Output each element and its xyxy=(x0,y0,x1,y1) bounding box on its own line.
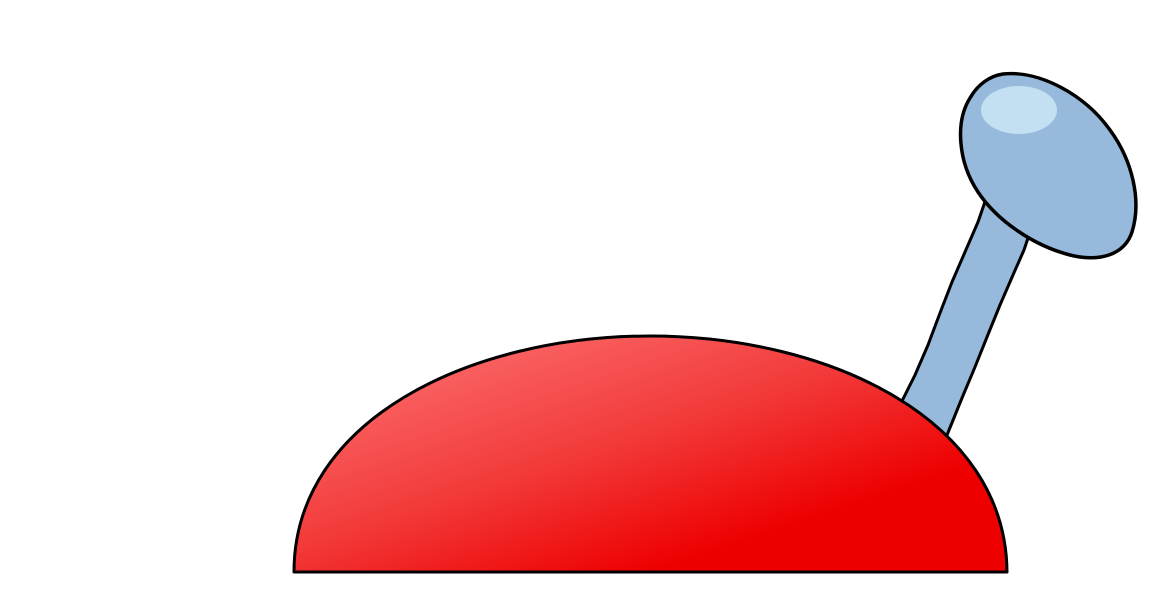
dome-shape xyxy=(292,334,1009,574)
pushpin-icon xyxy=(958,71,1138,260)
pin-shaft xyxy=(898,191,1032,442)
pin-head-highlight xyxy=(981,86,1057,134)
pincushion-dome-icon xyxy=(292,334,1009,574)
